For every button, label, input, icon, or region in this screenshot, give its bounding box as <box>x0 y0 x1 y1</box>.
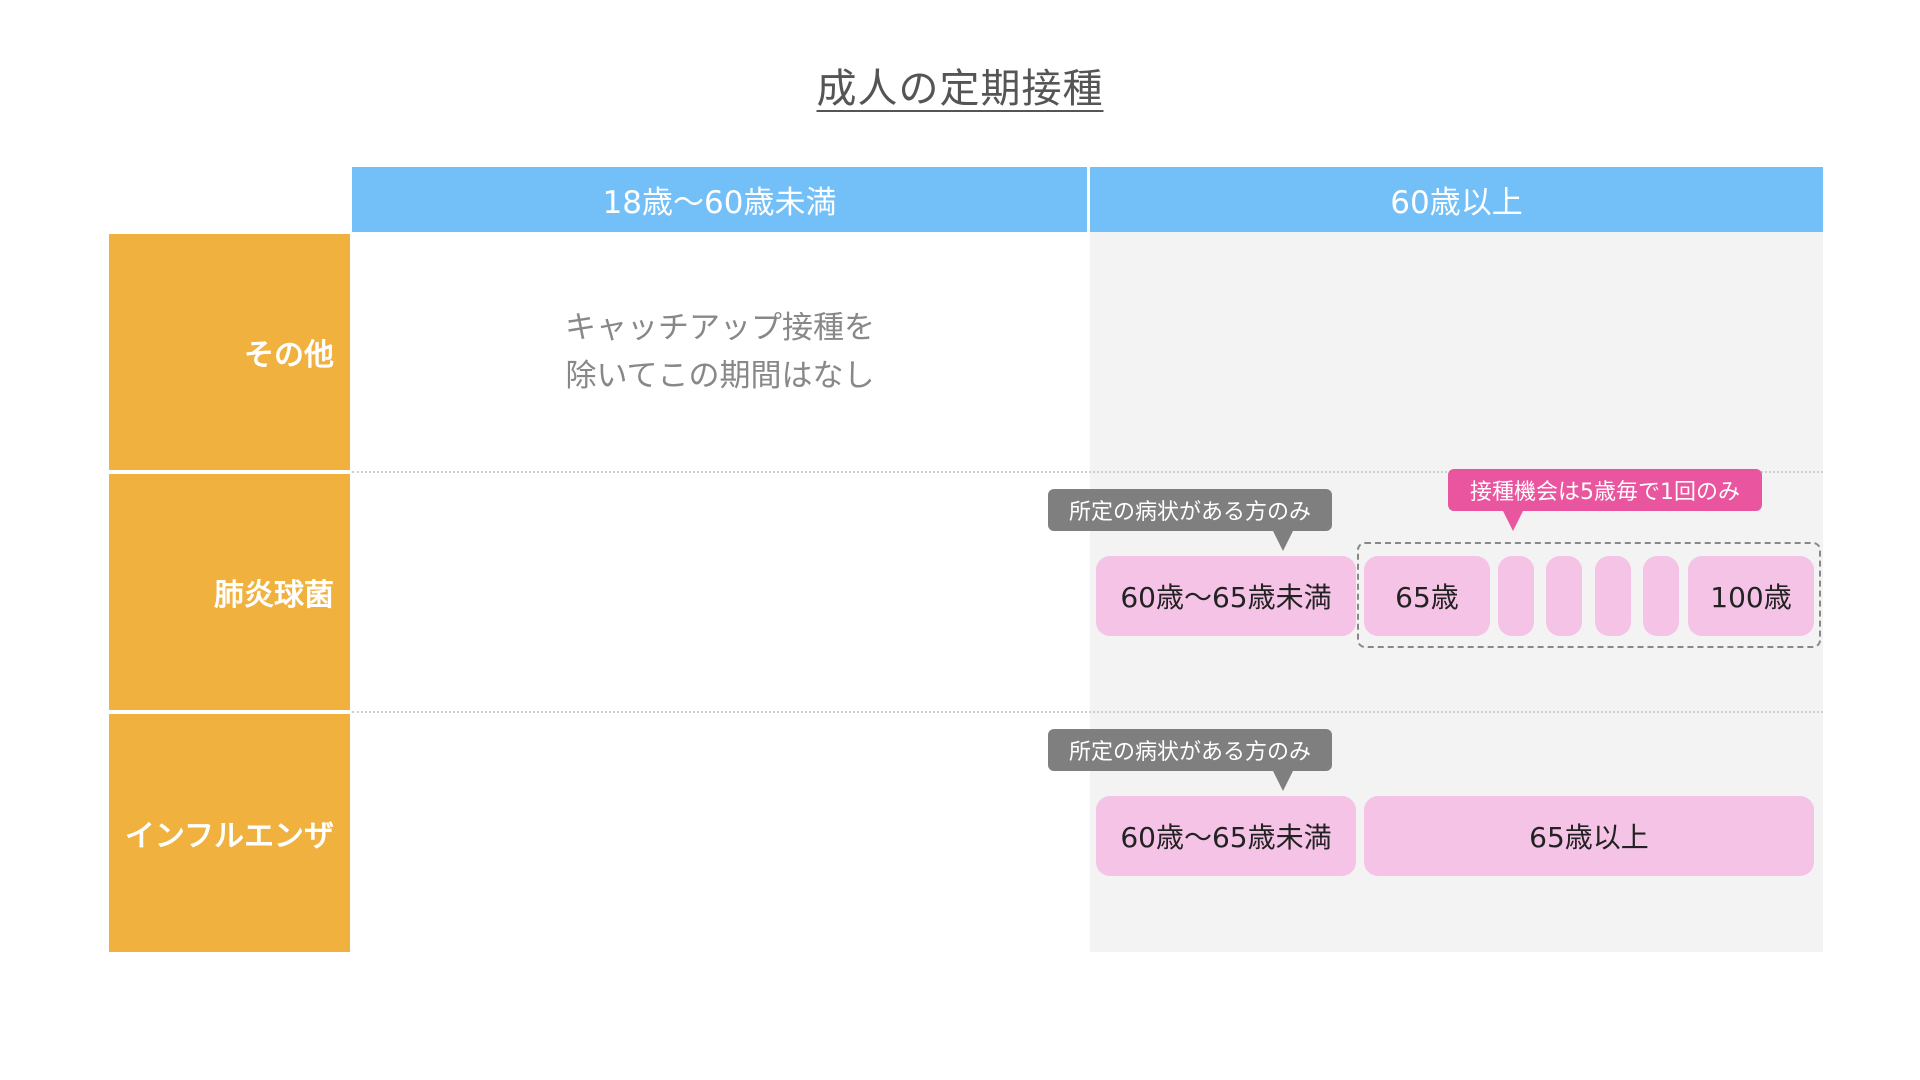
pneumococcal-pill-100: 100歳 <box>1688 556 1814 636</box>
pneumococcal-pill-65: 65歳 <box>1364 556 1490 636</box>
influenza-pill-65-plus: 65歳以上 <box>1364 796 1814 876</box>
row-divider <box>352 471 1823 473</box>
row-header-other: その他 <box>109 234 350 470</box>
pneumococcal-pill-interval <box>1498 556 1534 636</box>
pneumococcal-condition-callout: 所定の病状がある方のみ <box>1048 489 1332 551</box>
pneumococcal-pill-interval <box>1595 556 1631 636</box>
five-year-interval-box <box>1357 542 1821 648</box>
pneumococcal-pill-interval <box>1643 556 1679 636</box>
column-header-60-plus: 60歳以上 <box>1090 167 1823 232</box>
pneumococcal-pill-interval <box>1546 556 1582 636</box>
pneumococcal-interval-callout: 接種機会は5歳毎で1回のみ <box>1448 469 1762 531</box>
other-note: キャッチアップ接種を 除いてこの期間はなし <box>540 304 900 400</box>
row-divider <box>352 711 1823 713</box>
other-note-line: キャッチアップ接種を <box>565 310 875 346</box>
column-header-18-60: 18歳〜60歳未満 <box>352 167 1087 232</box>
influenza-pill-60-65: 60歳〜65歳未満 <box>1096 796 1356 876</box>
row-header-influenza: インフルエンザ <box>109 714 350 952</box>
other-note-line: 除いてこの期間はなし <box>565 358 875 394</box>
influenza-condition-callout: 所定の病状がある方のみ <box>1048 729 1332 791</box>
row-header-pneumococcal: 肺炎球菌 <box>109 474 350 710</box>
page-title: 成人の定期接種 <box>816 66 1104 112</box>
pneumococcal-pill-60-65: 60歳〜65歳未満 <box>1096 556 1356 636</box>
